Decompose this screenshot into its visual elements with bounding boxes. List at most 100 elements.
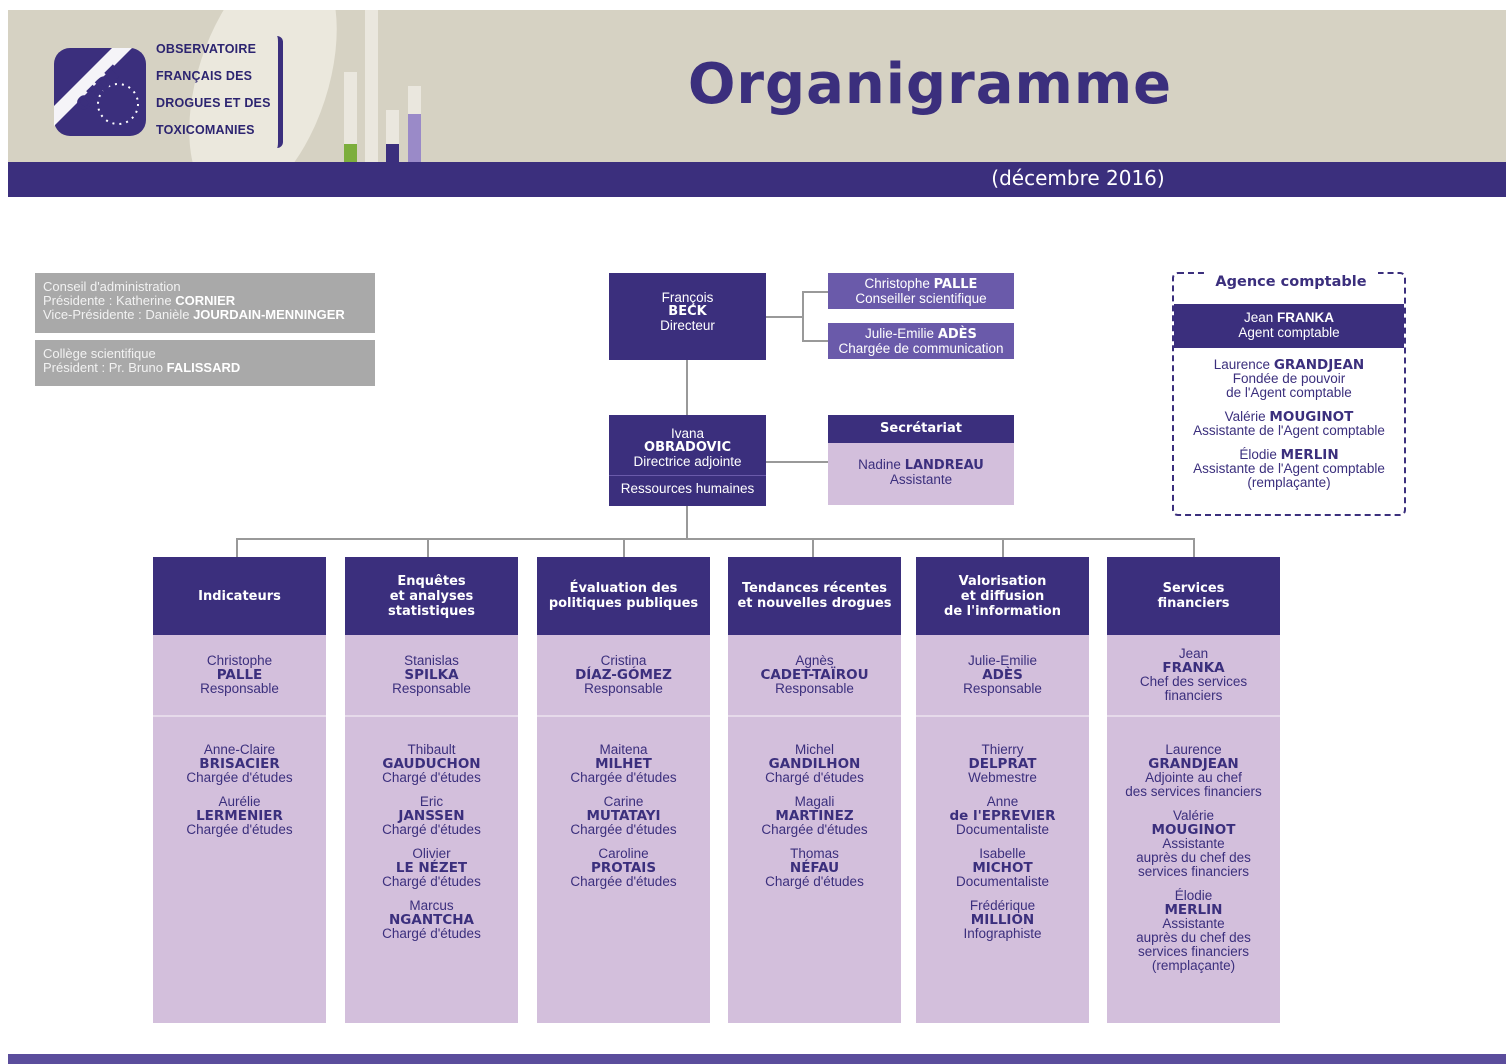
agence-member-name: Laurence GRANDJEAN [1174, 357, 1404, 373]
staff-member-first: Thierry [981, 742, 1024, 757]
staff-member-role: Assistante [1162, 916, 1225, 931]
agence-head: Jean FRANKA Agent comptable [1174, 304, 1404, 348]
advisor-name: Julie-Emilie ADÈS [828, 327, 1014, 342]
org-name-line: TOXICOMANIES [156, 123, 255, 137]
director-role: Directeur [660, 318, 715, 333]
header-bar-violet [408, 114, 421, 162]
college-scientifique-box: Collège scientifique Président : Pr. Bru… [35, 340, 375, 386]
staff-member-last: MUTATAYI [586, 808, 661, 824]
college-president-last: FALISSARD [166, 360, 241, 375]
director-first: François [661, 290, 714, 305]
agence-head-last: FRANKA [1277, 310, 1335, 325]
staff-member-last: GAUDUCHON [382, 756, 481, 772]
connector-line [812, 538, 814, 557]
date-band: (décembre 2016) [8, 162, 1506, 197]
staff-member-last: MOUGINOT [1151, 822, 1236, 838]
department-title-line: Évaluation des [569, 581, 678, 596]
advisor-role: Chargée de communication [838, 341, 1004, 356]
agence-member-role: (remplaçante) [1247, 475, 1331, 490]
director-last: BECK [668, 304, 707, 319]
college-president: Président : Pr. Bruno FALISSARD [43, 361, 367, 375]
secretariat-name: Nadine LANDREAU [828, 458, 1014, 473]
connector-line [236, 538, 1194, 540]
advisor-role: Conseiller scientifique [855, 291, 987, 306]
agence-member-first: Élodie [1239, 447, 1281, 462]
header-bar-decoration [344, 72, 357, 162]
staff-member-last: MARTINEZ [775, 808, 854, 824]
staff-member-first: Valérie [1172, 808, 1215, 823]
advisor-last: PALLE [933, 277, 978, 292]
agence-member-name: Valérie MOUGINOT [1174, 409, 1404, 425]
department-title-line: Tendances récentes [741, 581, 888, 596]
staff-member-first: Aurélie [218, 794, 261, 809]
agence-member-name: Élodie MERLIN [1174, 447, 1404, 463]
staff-member-role: Chargée d'études [761, 822, 868, 837]
staff-member-role: Infographiste [963, 926, 1042, 941]
staff-member-last: de l'EPREVIER [949, 808, 1056, 824]
page-title: Organigramme [687, 52, 1173, 117]
staff-member-role: Chargée d'études [570, 822, 677, 837]
agence-member-last: MOUGINOT [1269, 409, 1354, 425]
footer-band [8, 1054, 1506, 1064]
responsable-role: Responsable [584, 681, 663, 696]
college-heading: Collège scientifique [43, 346, 156, 361]
staff-member-first: Magali [794, 794, 835, 809]
org-name-line: OBSERVATOIRE [156, 42, 257, 56]
deputy-dept-divider: Ressources humaines [609, 475, 766, 496]
connector-line [802, 291, 828, 293]
staff-member-role: Chargée d'études [186, 822, 293, 837]
staff-member-first: Frédérique [969, 898, 1036, 913]
staff-member-role: Documentaliste [955, 874, 1050, 889]
advisor-name: Christophe PALLE [828, 277, 1014, 292]
department-title-line: de l'information [944, 603, 1061, 619]
connector-line [623, 538, 625, 557]
advisor-card: Christophe PALLE Conseiller scientifique [828, 273, 1014, 309]
agence-member-role: Assistante de l'Agent comptable [1193, 423, 1385, 438]
agence-member-last: GRANDJEAN [1273, 357, 1365, 373]
secretariat-title: Secrétariat [880, 421, 962, 436]
agence-comptable-box: Agence comptable Jean FRANKA Agent compt… [1172, 272, 1406, 516]
conseil-vice-prefix: Vice-Présidente : Danièle [43, 307, 194, 322]
advisor-last: ADÈS [937, 327, 977, 342]
staff-member-role: Webmestre [968, 770, 1037, 785]
department-header: Indicateurs [153, 557, 326, 635]
responsable-first: Agnès [795, 653, 834, 668]
staff-member-first: Olivier [412, 846, 451, 861]
staff-member-first: Isabelle [979, 846, 1026, 861]
staff-member-role: Chargé d'études [765, 874, 864, 889]
staff-member-last: GRANDJEAN [1148, 756, 1239, 772]
staff-member-role: Adjointe au chef [1145, 770, 1242, 785]
agence-head-role: Agent comptable [1238, 325, 1340, 340]
staff-member-first: Eric [419, 794, 444, 809]
responsable-first: Cristina [600, 653, 647, 668]
staff-member-first: Marcus [409, 898, 454, 913]
connector-line [802, 291, 804, 341]
department-title-line: et diffusion [960, 588, 1045, 604]
connector-line [236, 538, 238, 557]
staff-member-role: des services financiers [1125, 784, 1262, 799]
